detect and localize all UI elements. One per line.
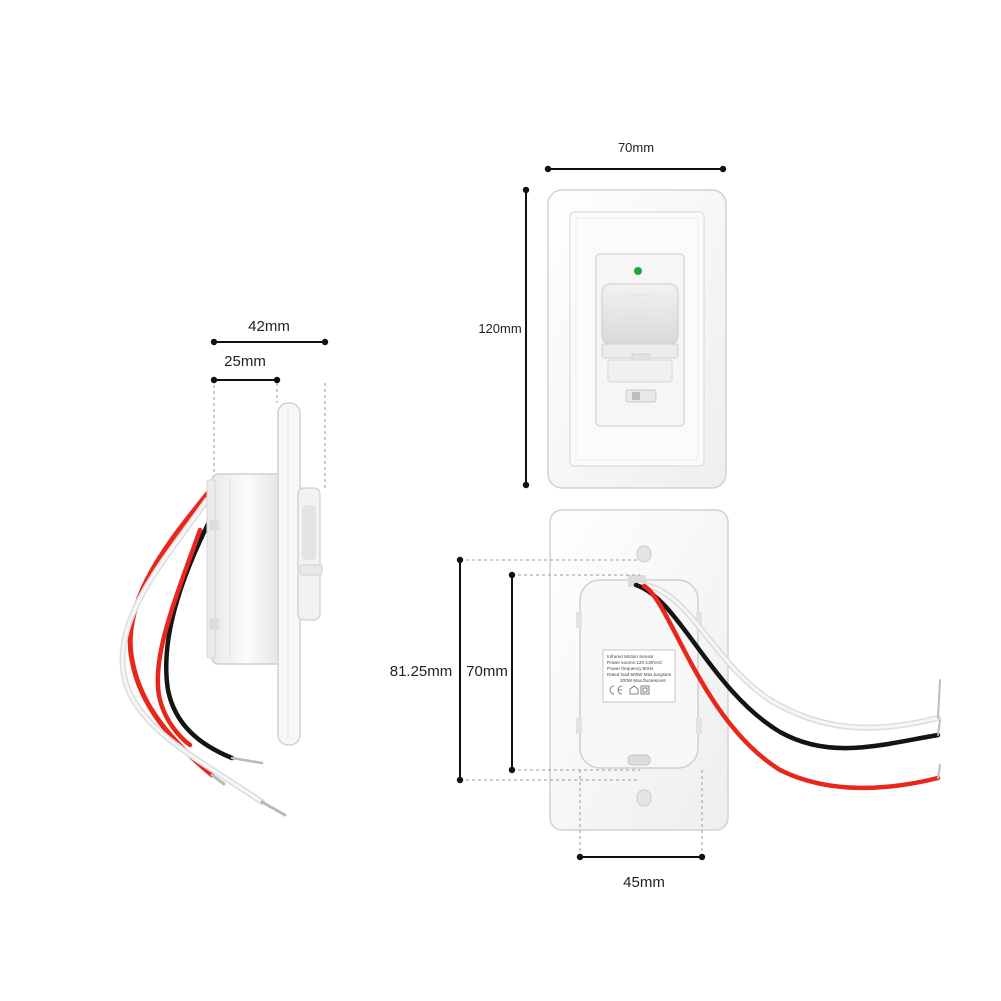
status-led-icon <box>634 267 642 275</box>
dim-25mm: 25mm <box>210 353 281 384</box>
label-line-2: Power source:120-130VAC <box>607 660 663 665</box>
label-line-3: Power frequency:60Hz <box>607 666 654 671</box>
top-screw-hole-icon <box>636 545 652 563</box>
dim-42mm-label: 42mm <box>248 318 290 335</box>
dim-120mm-label: 120mm <box>478 321 521 336</box>
label-line-4: Rated load:500W Max.tungsten <box>607 672 672 677</box>
front-view: 70mm 120mm <box>478 140 727 489</box>
side-body <box>211 473 283 665</box>
label-line-1: Infrared Motion Sensor <box>607 654 654 659</box>
back-wires <box>633 581 941 791</box>
dim-120mm: 120mm <box>478 186 530 489</box>
dim-70mm-height: 70mm <box>466 571 516 774</box>
dim-42mm: 42mm <box>210 318 329 346</box>
mode-slider <box>625 389 657 403</box>
dim-25mm-label: 25mm <box>224 353 266 370</box>
dim-70mm-width: 70mm <box>544 140 727 173</box>
dim-81-25mm-label: 81.25mm <box>390 663 453 680</box>
certification-icons <box>609 685 650 695</box>
bottom-screw-hole-icon <box>636 789 652 807</box>
dim-45mm-label: 45mm <box>623 874 665 891</box>
side-view: 42mm 25mm <box>119 318 329 817</box>
dim-45mm: 45mm <box>576 853 706 891</box>
pir-lens <box>601 283 679 345</box>
dim-70mm-width-label: 70mm <box>618 140 654 155</box>
label-line-5: 200W Max.fluorescent <box>620 678 666 683</box>
dim-70mm-height-label: 70mm <box>466 663 508 680</box>
product-label <box>602 649 676 703</box>
dim-81-25mm: 81.25mm <box>390 556 464 784</box>
back-view: Infrared Motion Sensor Power source:120-… <box>390 509 941 891</box>
side-wall-plate <box>277 402 301 746</box>
side-wires <box>119 485 287 817</box>
